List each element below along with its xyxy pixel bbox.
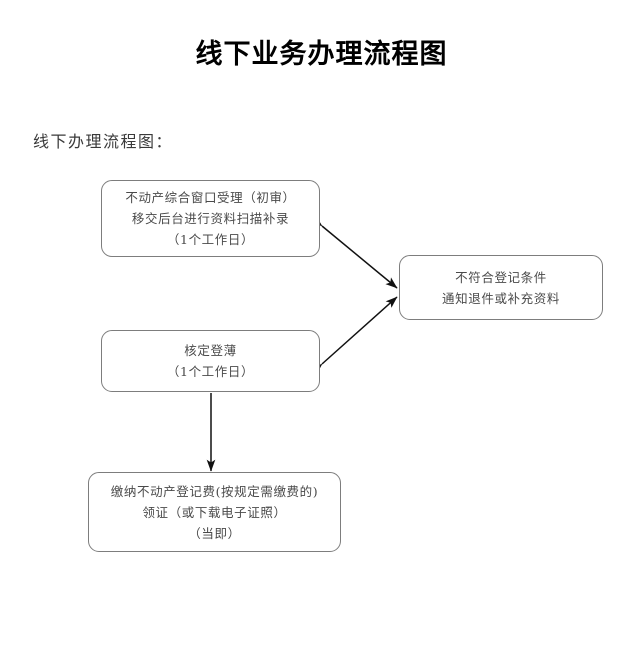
flow-node-payment-line-1: 缴纳不动产登记费(按规定需缴费的): [110, 483, 319, 499]
edge-intake-reject: [310, 215, 398, 289]
flow-node-payment-line-2: 领证（或下载电子证照）: [142, 504, 287, 520]
flow-node-intake-line-2: 移交后台进行资料扫描补录: [131, 211, 290, 226]
page-title: 线下业务办理流程图: [195, 39, 448, 70]
flow-node-intake-line-3: （1个工作日）: [166, 232, 255, 247]
flow-node-reject-line-1: 不符合登记条件: [455, 269, 547, 285]
flow-node-payment-line-3: （当即）: [188, 525, 241, 541]
flow-node-payment[interactable]: 缴纳不动产登记费(按规定需缴费的) 领证（或下载电子证照） （当即）: [88, 472, 341, 552]
flow-node-approve[interactable]: 核定登薄 （1个工作日）: [101, 330, 320, 392]
flow-node-reject[interactable]: 不符合登记条件 通知退件或补充资料: [399, 255, 603, 320]
flow-node-intake-line-1: 不动产综合窗口受理（初审）: [125, 190, 296, 205]
flow-node-intake[interactable]: 不动产综合窗口受理（初审） 移交后台进行资料扫描补录 （1个工作日）: [101, 180, 320, 257]
flow-node-approve-line-2: （1个工作日）: [166, 364, 255, 379]
flow-node-reject-line-2: 通知退件或补充资料: [442, 290, 560, 306]
section-subtitle: 线下办理流程图：: [33, 132, 174, 151]
flow-node-approve-line-1: 核定登薄: [184, 343, 237, 358]
edge-approve-reject: [310, 296, 398, 375]
